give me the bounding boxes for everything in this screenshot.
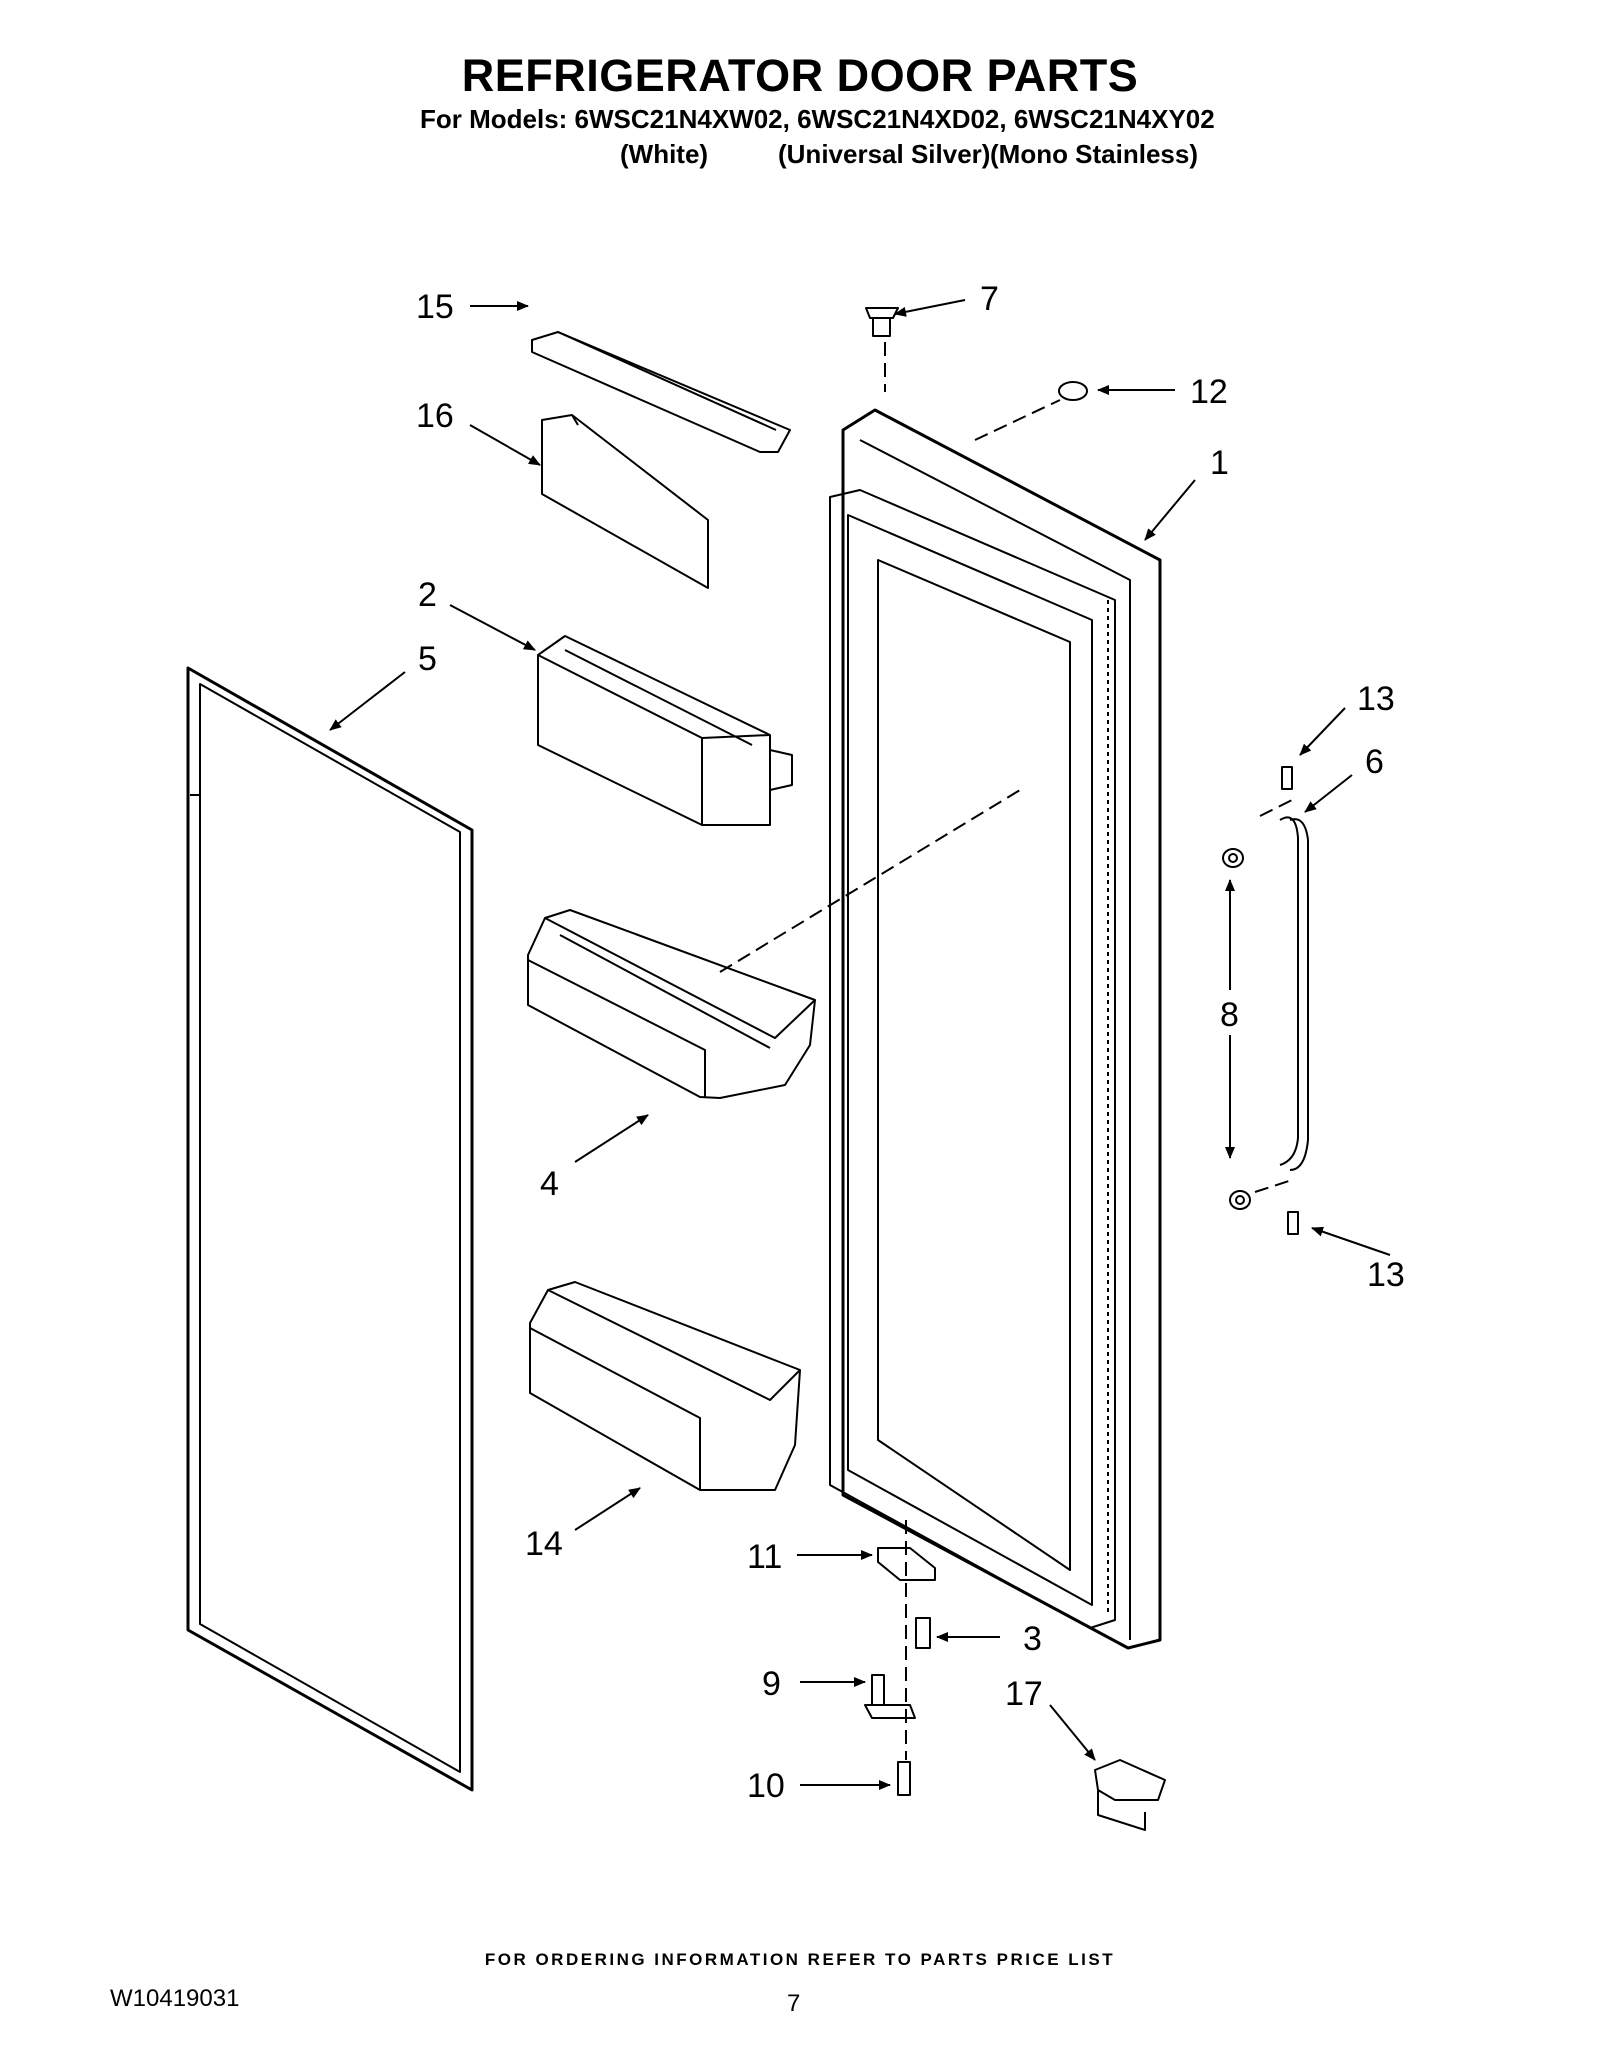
door-bin-part [537, 635, 793, 826]
hinge-pin-part [864, 1674, 916, 1719]
door-bin-large-part [527, 909, 816, 1099]
callout-10: 10 [747, 1767, 785, 1805]
callout-15: 15 [416, 288, 454, 326]
page-number: 7 [787, 1990, 801, 2017]
page-title: REFRIGERATOR DOOR PARTS [461, 50, 1139, 101]
hinge-screw-part [915, 1617, 931, 1649]
callout-6: 6 [1365, 743, 1384, 781]
hinge-bolt-part [897, 1761, 911, 1796]
callout-3: 3 [1023, 1620, 1042, 1658]
hinge-shim-part [877, 1547, 936, 1581]
callout-17: 17 [1005, 1675, 1043, 1713]
washer-part [1058, 381, 1088, 401]
door-gasket-part [186, 666, 474, 1792]
models-line: For Models: 6WSC21N4XW02, 6WSC21N4XD02, … [420, 104, 1215, 134]
callout-9: 9 [762, 1665, 781, 1703]
bin-cover-part [531, 331, 791, 453]
callout-4: 4 [540, 1165, 559, 1203]
callout-2: 2 [418, 576, 437, 614]
assembly-guides [719, 342, 1293, 1760]
door-bin-lower-part [529, 1281, 801, 1491]
color-universal-silver: (Universal Silver) [778, 139, 991, 169]
ordering-info-note: FOR ORDERING INFORMATION REFER TO PARTS … [484, 1950, 1116, 1969]
callout-12: 12 [1190, 373, 1228, 411]
callout-7: 7 [980, 280, 999, 318]
callout-5: 5 [418, 640, 437, 678]
bin-front-part [541, 414, 709, 589]
hinge-bracket-part [1094, 1759, 1166, 1831]
handle-screws-part [1281, 766, 1299, 1235]
handle-spacers-part [1222, 848, 1251, 1210]
document-number: W10419031 [110, 1985, 240, 2012]
color-white: (White) [620, 139, 709, 169]
top-bushing-part [865, 307, 899, 337]
callout-14: 14 [525, 1525, 563, 1563]
callout-8: 8 [1220, 996, 1239, 1034]
callout-16: 16 [416, 397, 454, 435]
door-assembly-part [829, 408, 1162, 1650]
callout-13-bottom: 13 [1367, 1256, 1405, 1294]
color-mono-stainless: (Mono Stainless) [990, 139, 1199, 169]
callout-13-top: 13 [1357, 680, 1395, 718]
callout-1: 1 [1210, 444, 1229, 482]
callout-11: 11 [747, 1538, 782, 1576]
leader-arrows [329, 299, 1391, 1790]
door-handle-part [1279, 816, 1309, 1171]
